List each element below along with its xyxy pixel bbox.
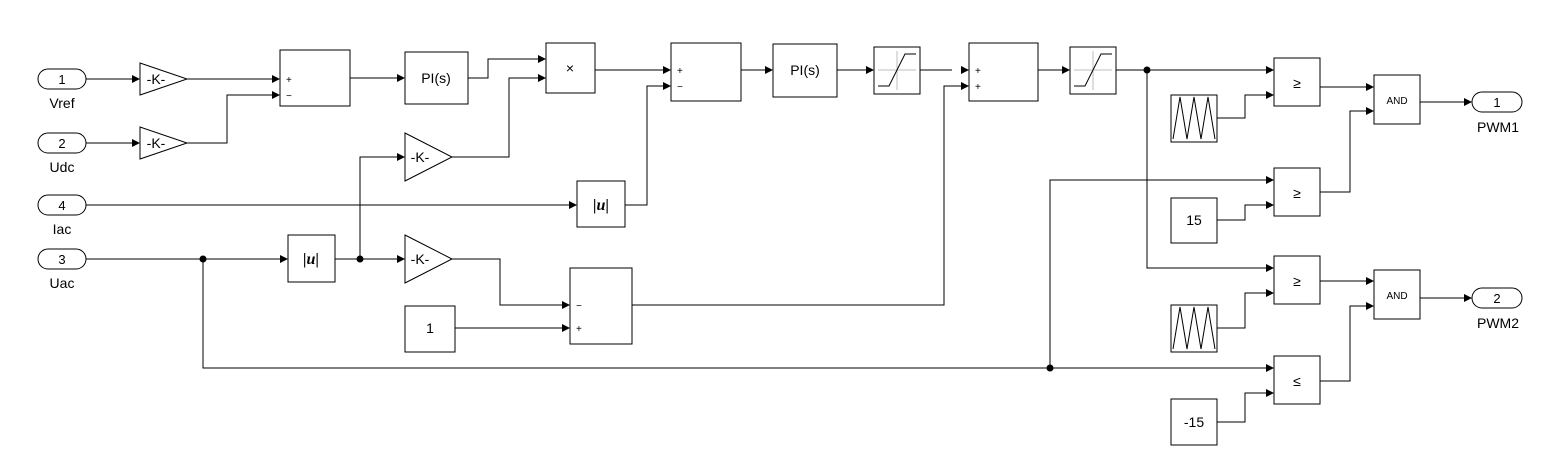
abs-block-uac[interactable]: |u| — [287, 234, 336, 283]
svg-text:≤: ≤ — [1293, 373, 1301, 389]
svg-text:+: + — [677, 66, 683, 77]
gain-block-uac-lower[interactable]: -K- — [404, 234, 454, 284]
svg-text:+: + — [975, 66, 981, 77]
svg-text:-K-: -K- — [411, 149, 430, 165]
constant-block-neg15[interactable]: -15 — [1170, 398, 1218, 446]
relop-block-ge-2[interactable]: ≥ — [1273, 167, 1321, 217]
svg-text:−: − — [677, 82, 683, 93]
svg-text:-K-: -K- — [147, 71, 166, 87]
gain-block-vref[interactable]: -K- — [139, 62, 189, 96]
svg-text:1: 1 — [426, 320, 434, 336]
repeating-sequence-2[interactable] — [1170, 304, 1218, 353]
svg-text:-K-: -K- — [411, 251, 430, 267]
svg-text:≥: ≥ — [1293, 185, 1301, 201]
svg-text:Iac: Iac — [53, 221, 72, 237]
saturation-block-1[interactable] — [873, 46, 921, 95]
svg-text:−: − — [286, 91, 292, 102]
pi-controller-current[interactable]: PI(s) — [772, 43, 838, 98]
svg-text:-15: -15 — [1184, 414, 1204, 430]
svg-text:-K-: -K- — [147, 135, 166, 151]
svg-text:1: 1 — [1493, 95, 1500, 110]
svg-text:AND: AND — [1386, 291, 1407, 302]
inport-udc[interactable]: 2 Udc — [37, 132, 87, 175]
sum-block-1[interactable]: + − — [279, 49, 351, 107]
pi-controller-voltage[interactable]: PI(s) — [404, 51, 469, 105]
svg-text:+: + — [975, 82, 981, 93]
sum-block-3[interactable]: + + — [968, 42, 1039, 102]
relop-block-ge-1[interactable]: ≥ — [1273, 57, 1321, 107]
svg-text:3: 3 — [58, 252, 65, 267]
svg-text:−: − — [576, 301, 582, 312]
relop-block-le[interactable]: ≤ — [1273, 355, 1321, 405]
svg-text:PI(s): PI(s) — [790, 62, 820, 78]
saturation-icon — [878, 51, 916, 90]
sum-block-2[interactable]: + − — [670, 42, 742, 102]
svg-text:4: 4 — [58, 198, 65, 213]
sum-block-4[interactable]: − + — [569, 267, 633, 345]
svg-text:≥: ≥ — [1293, 273, 1301, 289]
triangle-wave-icon — [1172, 306, 1216, 350]
constant-block-pos15[interactable]: 15 — [1170, 197, 1218, 244]
constant-block-one[interactable]: 1 — [404, 305, 456, 353]
and-gate-2[interactable]: AND — [1373, 269, 1421, 320]
inport-vref[interactable]: 1 Vref — [37, 68, 87, 111]
svg-text:PWM1: PWM1 — [1477, 119, 1519, 135]
gain-block-uac-upper[interactable]: -K- — [404, 132, 454, 182]
relop-block-ge-3[interactable]: ≥ — [1273, 255, 1321, 305]
svg-text:|u|: |u| — [593, 197, 609, 214]
gain-block-udc[interactable]: -K- — [139, 126, 189, 160]
svg-text:PWM2: PWM2 — [1477, 315, 1519, 331]
branch-points — [199, 66, 1151, 372]
abs-block-iac[interactable]: |u| — [576, 180, 626, 228]
svg-text:15: 15 — [1186, 212, 1202, 228]
svg-text:2: 2 — [1493, 291, 1500, 306]
svg-text:+: + — [286, 75, 292, 86]
inport-iac[interactable]: 4 Iac — [37, 194, 87, 237]
svg-text:+: + — [576, 324, 582, 335]
outport-pwm1[interactable]: 1 PWM1 — [1471, 91, 1523, 135]
and-gate-1[interactable]: AND — [1373, 74, 1421, 125]
outport-pwm2[interactable]: 2 PWM2 — [1471, 287, 1523, 331]
saturation-block-2[interactable] — [1069, 46, 1117, 95]
signal-lines — [86, 58, 1465, 423]
signal-arrowheads — [132, 55, 1472, 397]
inport-uac[interactable]: 3 Uac — [37, 248, 87, 291]
svg-text:Udc: Udc — [50, 159, 75, 175]
svg-text:AND: AND — [1386, 96, 1407, 107]
product-block[interactable]: × — [545, 42, 596, 94]
svg-text:|u|: |u| — [303, 251, 319, 268]
saturation-icon — [1074, 51, 1112, 90]
svg-text:1: 1 — [58, 72, 65, 87]
triangle-wave-icon — [1172, 96, 1216, 140]
svg-text:2: 2 — [58, 136, 65, 151]
svg-text:≥: ≥ — [1293, 75, 1301, 91]
svg-text:Uac: Uac — [50, 275, 75, 291]
svg-text:×: × — [566, 60, 574, 76]
svg-text:PI(s): PI(s) — [421, 70, 451, 86]
svg-text:Vref: Vref — [49, 95, 74, 111]
repeating-sequence-1[interactable] — [1170, 94, 1218, 143]
